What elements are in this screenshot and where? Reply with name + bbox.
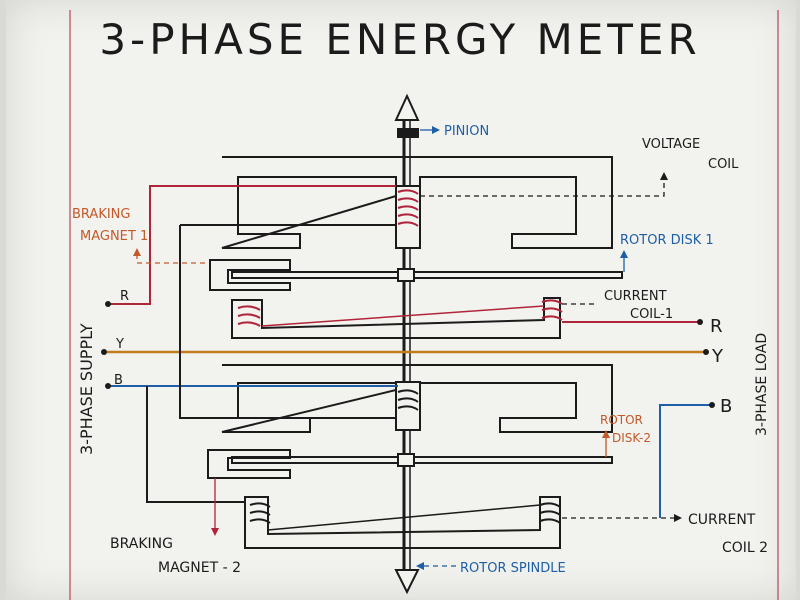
- lower-voltage-coil-winding: [397, 389, 419, 411]
- load-y-label: Y: [711, 346, 724, 367]
- current-coil-2-label-line2: COIL 2: [722, 540, 768, 556]
- braking-magnet-2-label-line2: MAGNET - 2: [158, 560, 241, 576]
- load-side-label: 3-PHASE LOAD: [754, 333, 770, 436]
- braking-magnet-1-pointer-head: [133, 248, 141, 256]
- current-coil-2-pointer-head: [674, 514, 682, 522]
- rotor-disk-1: [231, 271, 623, 279]
- load-b-terminal: [709, 402, 715, 408]
- voltage-coil-label-line1: VOLTAGE: [642, 137, 700, 152]
- supply-b-terminal: [105, 383, 111, 389]
- load-b-label: B: [720, 396, 732, 417]
- red-phase-supply-wire: [108, 185, 396, 305]
- current-coil-1-right-winding: [541, 299, 563, 321]
- rotor-disk-2: [231, 456, 613, 464]
- current-coil-2-label-line1: CURRENT: [688, 512, 756, 528]
- rotor-disk-2-label-line2: DISK-2: [612, 431, 651, 445]
- supply-y-label: Y: [115, 337, 124, 352]
- disk-1-hub: [397, 268, 415, 282]
- supply-r-label: R: [120, 289, 129, 304]
- rotor-spindle-label: ROTOR SPINDLE: [460, 561, 566, 576]
- current-coil-2-core: [244, 496, 561, 549]
- upper-voltage-coil-winding: [397, 189, 419, 227]
- current-coil-1-label-line1: CURRENT: [604, 289, 667, 304]
- current-coil-2-left-winding: [249, 502, 271, 524]
- current-coil-1-core: [231, 297, 561, 339]
- rotor-disk-1-pointer-head: [620, 250, 628, 258]
- current-coil-2-link: [267, 504, 541, 531]
- supply-r-terminal: [105, 301, 111, 307]
- pinion-label: PINION: [444, 124, 489, 139]
- braking-magnet-1: [209, 259, 291, 291]
- supply-side-label: 3-PHASE SUPPLY: [77, 323, 96, 455]
- rotor-spindle-pointer-head: [416, 562, 424, 570]
- current-coil-2-right-winding: [539, 502, 561, 524]
- voltage-loop-left: [179, 225, 396, 419]
- disk-2-hub: [397, 453, 415, 467]
- spindle-bottom-arrow: [394, 569, 420, 595]
- braking-magnet-2: [207, 449, 291, 479]
- current-coil-2-feed: [146, 386, 245, 503]
- braking-magnet-2-label-line1: BRAKING: [110, 536, 173, 552]
- rotor-disk-2-label-line1: ROTOR: [600, 413, 643, 427]
- braking-magnet-1-pointer: [136, 250, 205, 264]
- braking-magnet-2-pointer-head: [211, 528, 219, 536]
- load-r-terminal: [697, 319, 703, 325]
- braking-magnet-1-label-line2: MAGNET 1: [80, 229, 148, 244]
- voltage-coil-label-line2: COIL: [708, 157, 739, 172]
- rotor-disk-1-label: ROTOR DISK 1: [620, 233, 714, 248]
- pinion-gear: [397, 128, 419, 138]
- blue-phase-load-wire: [659, 404, 712, 518]
- page-title: 3-PHASE ENERGY METER: [99, 15, 700, 64]
- current-coil-1-left-winding: [237, 305, 261, 327]
- upper-voltage-core: [221, 156, 613, 249]
- pinion-pointer-head: [432, 126, 440, 134]
- paper-sheet: [6, 0, 796, 600]
- load-r-label: R: [710, 316, 723, 337]
- voltage-coil-pointer: [420, 172, 665, 197]
- load-y-terminal: [703, 349, 709, 355]
- supply-b-label: B: [114, 373, 123, 388]
- rotor-disk-2-pointer-head: [602, 430, 610, 438]
- voltage-coil-pointer-head: [660, 172, 668, 180]
- supply-y-terminal: [101, 349, 107, 355]
- braking-magnet-1-label-line1: BRAKING: [72, 207, 130, 222]
- current-coil-1-link: [261, 305, 545, 327]
- current-coil-1-label-line2: COIL-1: [630, 307, 673, 322]
- spindle-top-arrow: [394, 93, 420, 121]
